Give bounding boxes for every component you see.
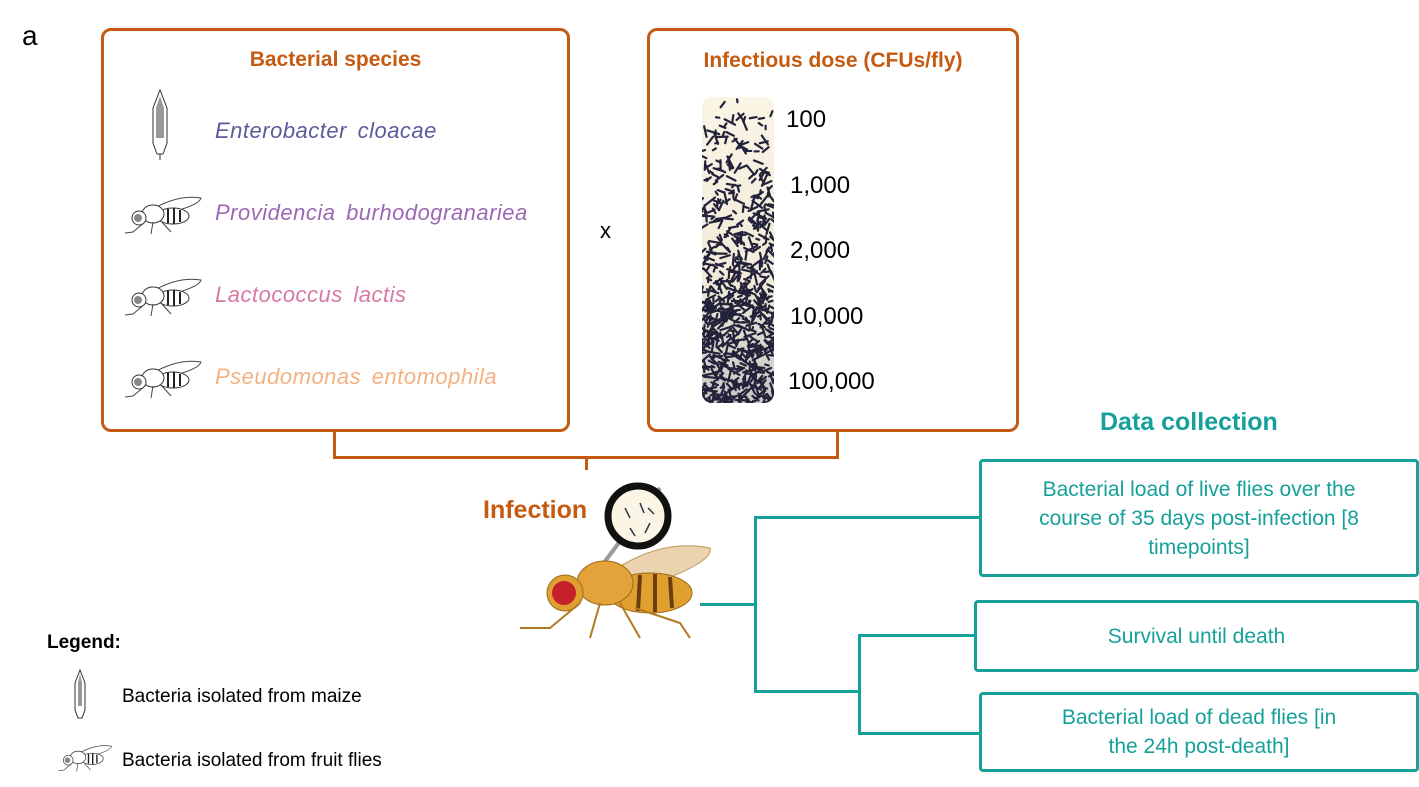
- infected-fly-icon: [520, 482, 711, 639]
- legend-title: Legend:: [47, 632, 121, 653]
- connector: [858, 732, 980, 735]
- connector: [754, 690, 860, 693]
- fly-icon: [124, 196, 202, 235]
- fly-icon: [124, 278, 202, 317]
- fly-icon: [124, 360, 202, 399]
- panel-label: a: [22, 20, 38, 51]
- fly-icon: [58, 745, 113, 772]
- species-box: Bacterial species: [101, 28, 570, 432]
- connector: [585, 456, 588, 470]
- dose-100000: 100,000: [788, 368, 875, 395]
- data-collection-title: Data collection: [1100, 408, 1278, 436]
- dose-1000: 1,000: [790, 172, 851, 199]
- connector: [700, 603, 756, 606]
- legend-maize-label: Bacteria isolated from maize: [122, 686, 362, 707]
- connector: [754, 516, 981, 519]
- species-title: Bacterial species: [249, 48, 422, 71]
- legend-maize-icon: [74, 668, 86, 719]
- dose-title: Infectious dose (CFUs/fly): [703, 49, 963, 72]
- infection-label: Infection: [483, 496, 588, 524]
- data-item-dead-load: Bacterial load of dead flies [in the 24h…: [979, 692, 1419, 772]
- dose-gradient-bar: [702, 97, 774, 403]
- dose-100: 100: [786, 106, 827, 133]
- dose-2000: 2,000: [790, 237, 851, 264]
- times-symbol: x: [600, 218, 611, 243]
- connector: [333, 431, 336, 458]
- connector: [858, 634, 976, 637]
- dose-box: Infectious dose (CFUs/fly): [647, 28, 1019, 432]
- data-item-survival: Survival until death: [974, 600, 1419, 672]
- legend-fly-label: Bacteria isolated from fruit flies: [122, 750, 382, 771]
- connector: [754, 516, 757, 692]
- species-enterobacter: Enterobacter cloacae: [215, 118, 437, 143]
- maize-icon: [152, 88, 168, 160]
- connector: [836, 431, 839, 458]
- dose-10000: 10,000: [790, 303, 864, 330]
- species-pseudomonas: Pseudomonas entomophila: [215, 364, 498, 389]
- connector: [858, 634, 861, 734]
- species-providencia: Providencia burhodogranariea: [215, 200, 528, 225]
- data-item-live-load: Bacterial load of live flies over the co…: [979, 459, 1419, 577]
- species-lactococcus: Lactococcus lactis: [215, 282, 407, 307]
